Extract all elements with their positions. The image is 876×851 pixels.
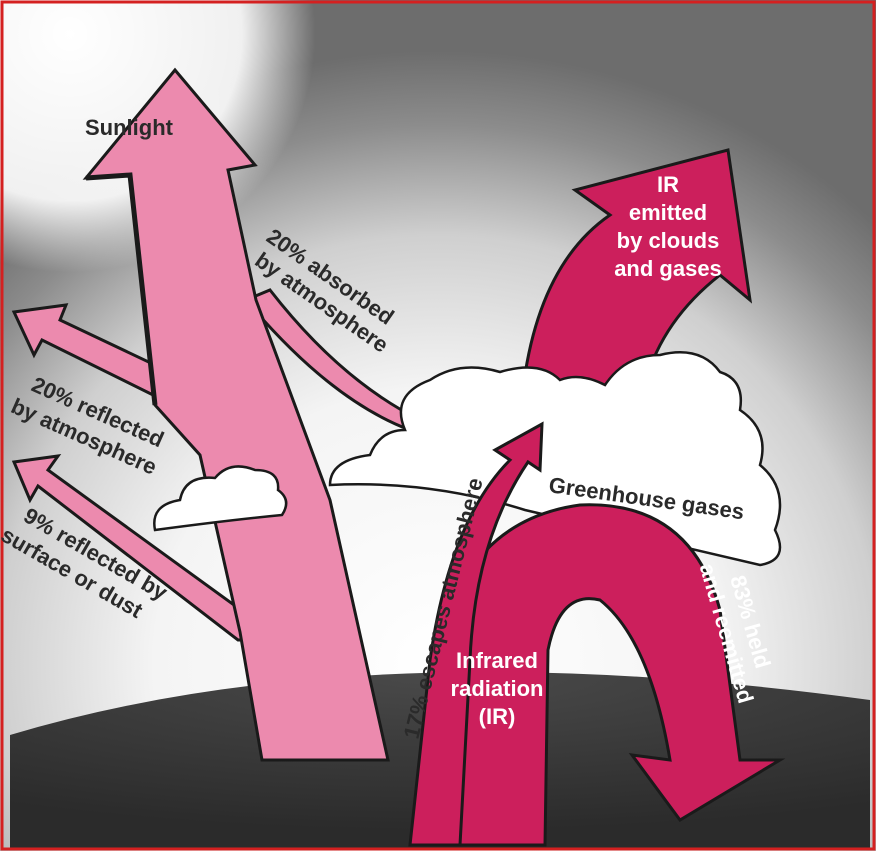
svg-text:and gases: and gases: [614, 256, 722, 281]
svg-text:radiation: radiation: [451, 676, 544, 701]
sunlight-label: Sunlight: [85, 115, 174, 140]
svg-text:emitted: emitted: [629, 200, 707, 225]
svg-text:by clouds: by clouds: [617, 228, 720, 253]
svg-text:(IR): (IR): [479, 704, 516, 729]
svg-text:IR: IR: [657, 172, 679, 197]
svg-text:Infrared: Infrared: [456, 648, 538, 673]
